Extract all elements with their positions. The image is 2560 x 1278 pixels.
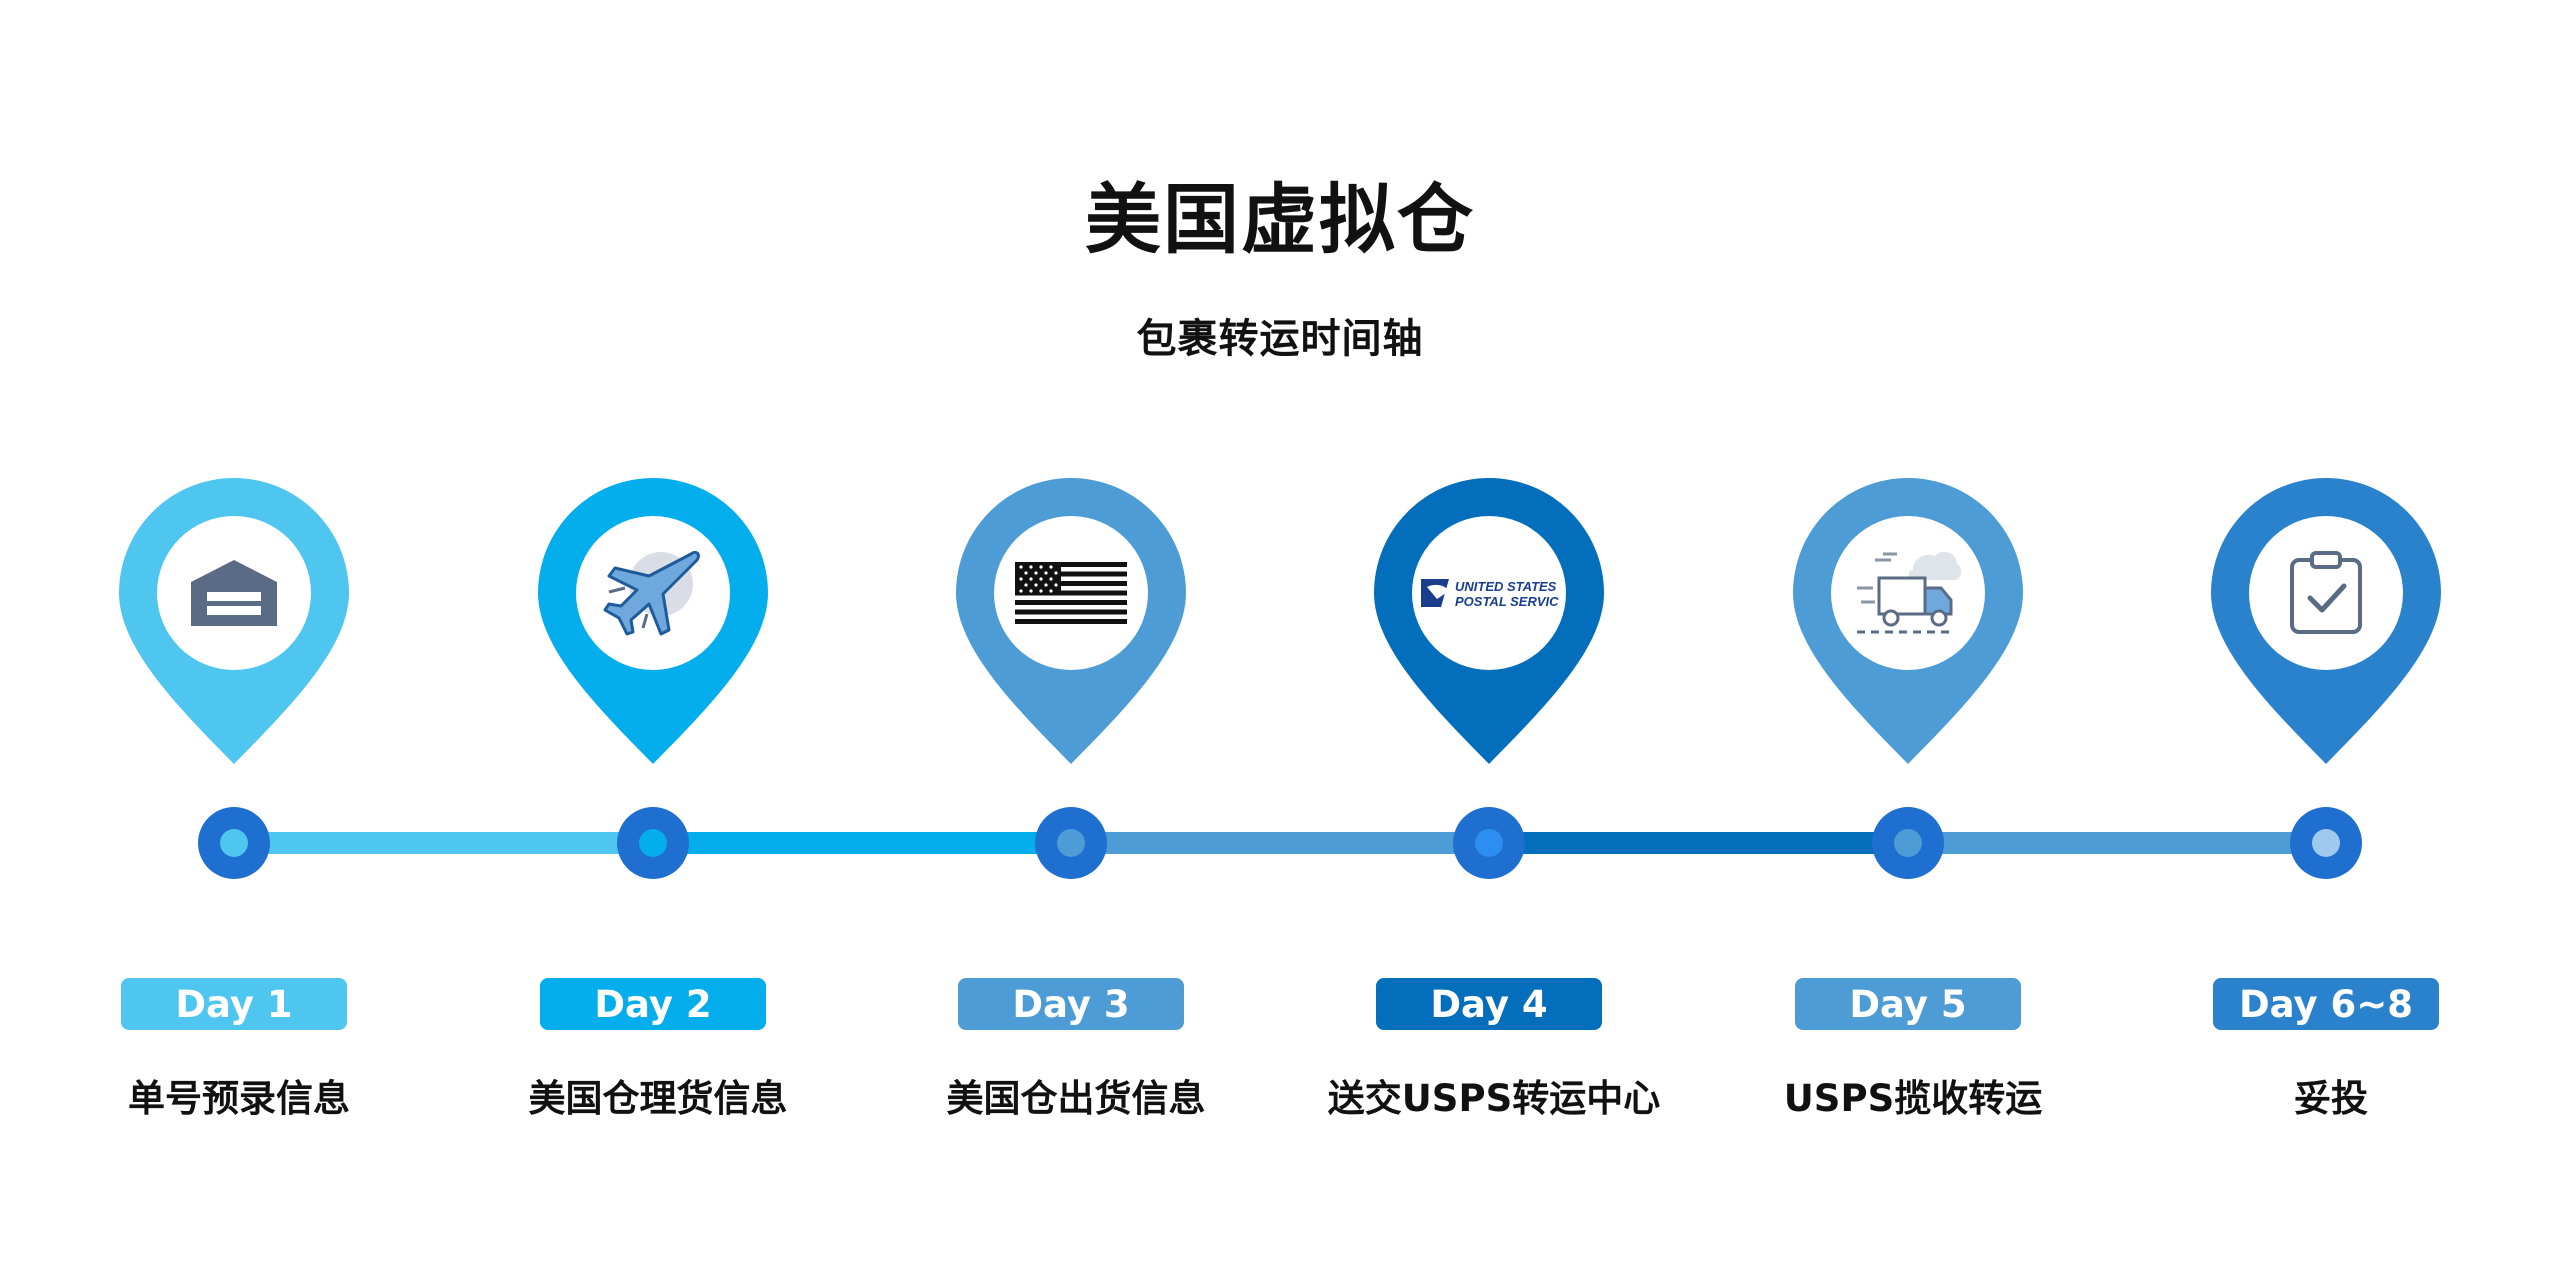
timeline-node <box>617 807 689 879</box>
day-badge: Day 3 <box>958 978 1184 1030</box>
page-subtitle: 包裹转运时间轴 <box>1136 316 1424 362</box>
map-pin <box>956 478 1186 764</box>
timeline-node <box>198 807 270 879</box>
map-pin <box>538 478 768 764</box>
map-pin <box>2211 478 2441 764</box>
page-title: 美国虚拟仓 <box>1085 175 1475 264</box>
svg-text:UNITED STATES: UNITED STATES <box>1455 579 1557 594</box>
step-label: 妥投 <box>2294 1077 2368 1120</box>
us-flag-icon <box>1015 562 1127 624</box>
airplane-icon <box>603 550 700 636</box>
track-segment-3 <box>1071 832 1489 854</box>
step-label: USPS揽收转运 <box>1783 1077 2043 1120</box>
clipboard-check-icon <box>2290 551 2362 634</box>
step-label: 单号预录信息 <box>128 1077 350 1120</box>
step-label: 送交USPS转运中心 <box>1327 1077 1661 1120</box>
step-label: 美国仓理货信息 <box>528 1077 788 1120</box>
day-badge: Day 1 <box>121 978 347 1030</box>
day-badge: Day 5 <box>1795 978 2021 1030</box>
timeline-node <box>1872 807 1944 879</box>
track-segment-1 <box>234 832 653 854</box>
track-segment-4 <box>1489 832 1908 854</box>
delivery-truck-icon <box>1857 551 1962 634</box>
track-segment-5 <box>1908 832 2326 854</box>
timeline-node <box>1035 807 1107 879</box>
day-badge: Day 2 <box>540 978 766 1030</box>
map-pin <box>1793 478 2023 764</box>
day-badge: Day 4 <box>1376 978 1602 1030</box>
step-label: 美国仓出货信息 <box>946 1077 1206 1120</box>
warehouse-icon <box>191 560 277 626</box>
map-pin <box>119 478 349 764</box>
day-badge: Day 6~8 <box>2213 978 2439 1030</box>
timeline-node <box>1453 807 1525 879</box>
track-segment-2 <box>653 832 1071 854</box>
map-pin: UNITED STATES POSTAL SERVICE <box>1374 478 1604 764</box>
svg-text:POSTAL SERVICE: POSTAL SERVICE <box>1455 594 1559 609</box>
usps-logo-icon: UNITED STATES POSTAL SERVICE <box>1421 579 1559 609</box>
timeline-node <box>2290 807 2362 879</box>
